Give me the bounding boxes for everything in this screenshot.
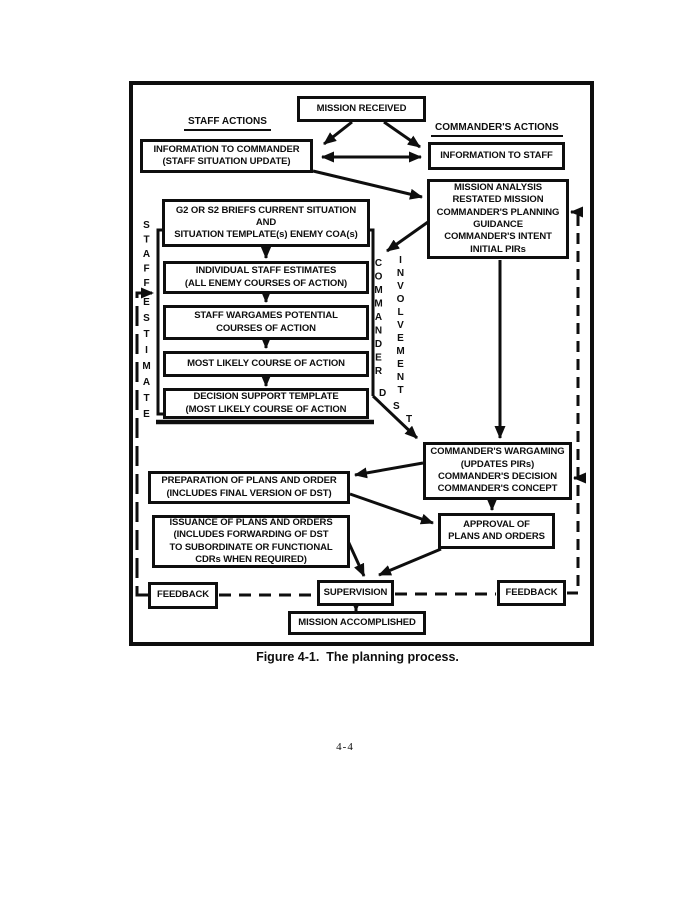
node-individual-staff-estimates: INDIVIDUAL STAFF ESTIMATES (ALL ENEMY CO… (163, 261, 369, 294)
node-label: COMMANDER'S WARGAMING (430, 446, 565, 458)
node-label: COMMANDER'S PLANNING (436, 206, 560, 218)
node-supervision: SUPERVISION (317, 580, 394, 606)
node-label: FEEDBACK (157, 589, 209, 601)
node-label: APPROVAL OF (463, 518, 530, 530)
dst-letter-d: D (379, 388, 387, 399)
node-label: CDRs WHEN REQUIRED) (195, 553, 307, 565)
node-label: COMMANDER'S INTENT (444, 231, 552, 243)
figure-border (129, 81, 594, 646)
node-preparation-of-plans: PREPARATION OF PLANS AND ORDER (INCLUDES… (148, 471, 350, 504)
arrow-preparation-to-approval (349, 492, 434, 525)
heading-commanders-actions: COMMANDER'S ACTIONS (431, 122, 563, 137)
node-approval-of-plans: APPROVAL OF PLANS AND ORDERS (438, 513, 555, 549)
arrow-info-to-analysis (312, 169, 423, 200)
figure-caption: Figure 4-1. The planning process. (256, 650, 459, 664)
arrow-approval-to-supervision (378, 547, 442, 577)
arrow-mission-to-cdrinfo (383, 120, 421, 149)
node-decision-support-template: DECISION SUPPORT TEMPLATE (MOST LIKELY C… (163, 388, 369, 419)
node-label: (STAFF SITUATION UPDATE) (162, 156, 291, 167)
arrow-dst-to-wargaming (371, 394, 419, 440)
vertical-label-commander: COMMANDER (373, 258, 384, 380)
arrow-wargaming-to-preparation (354, 461, 424, 479)
dst-letter-s: S (393, 401, 400, 412)
node-label: ISSUANCE OF PLANS AND ORDERS (169, 516, 333, 528)
node-label: DECISION SUPPORT TEMPLATE (193, 391, 339, 403)
node-mission-analysis: MISSION ANALYSIS RESTATED MISSION COMMAN… (427, 179, 569, 259)
dst-letter-t: T (406, 414, 413, 425)
node-label: PREPARATION OF PLANS AND ORDER (161, 475, 337, 487)
arrow-analysis-to-staff (386, 220, 429, 253)
node-most-likely-coa: MOST LIKELY COURSE OF ACTION (163, 351, 369, 377)
node-label: (ALL ENEMY COURSES OF ACTION) (184, 277, 348, 289)
node-label: MOST LIKELY COURSE OF ACTION (187, 357, 345, 369)
page-number: 4-4 (336, 741, 354, 753)
node-label: FEEDBACK (505, 586, 558, 598)
node-label: SUPERVISION (323, 586, 388, 598)
node-commanders-wargaming: COMMANDER'S WARGAMING (UPDATES PIRs) COM… (423, 442, 572, 500)
arrow-mission-to-staffinfo (323, 120, 353, 146)
heading-staff-actions: STAFF ACTIONS (184, 116, 271, 131)
node-label: (MOST LIKELY COURSE OF ACTION (185, 403, 347, 415)
vertical-label-involvement: INVOLVEMENT (395, 255, 406, 398)
node-staff-wargames: STAFF WARGAMES POTENTIAL COURSES OF ACTI… (163, 305, 369, 340)
node-label: (INCLUDES FORWARDING OF DST (173, 529, 329, 541)
node-label: RESTATED MISSION (452, 194, 544, 206)
node-label: GUIDANCE (473, 219, 523, 230)
node-label: MISSION ANALYSIS (454, 182, 542, 194)
vertical-label-staff: STAFF (141, 220, 152, 293)
arrow-issuance-to-supervision (346, 540, 366, 577)
node-label: AND (255, 216, 277, 228)
node-label: INITIAL PIRs (470, 243, 526, 255)
node-information-to-staff: INFORMATION TO STAFF (428, 142, 565, 170)
node-label: INFORMATION TO STAFF (440, 149, 553, 161)
node-label: SITUATION TEMPLATE(s) ENEMY COA(s) (174, 229, 358, 241)
node-g2-briefs: G2 OR S2 BRIEFS CURRENT SITUATION AND SI… (162, 199, 370, 247)
node-label: COMMANDER'S DECISION (437, 471, 557, 482)
node-label: MISSION ACCOMPLISHED (298, 616, 416, 628)
node-label: MISSION RECEIVED (316, 102, 407, 114)
node-feedback-left: FEEDBACK (148, 582, 218, 609)
node-label: PLANS AND ORDERS (448, 531, 545, 542)
node-mission-received: MISSION RECEIVED (297, 96, 426, 122)
node-label: G2 OR S2 BRIEFS CURRENT SITUATION (175, 204, 357, 216)
feedback-line-left (135, 287, 154, 597)
node-label: (INCLUDES FINAL VERSION OF DST) (166, 487, 332, 499)
node-mission-accomplished: MISSION ACCOMPLISHED (288, 611, 426, 635)
vertical-label-estimate: ESTIMATE (141, 297, 152, 425)
node-label: (UPDATES PIRs) (460, 458, 535, 470)
node-feedback-right: FEEDBACK (497, 580, 566, 606)
node-label: INFORMATION TO COMMANDER (153, 143, 300, 155)
feedback-line-right (567, 206, 583, 595)
node-label: COURSES OF ACTION (216, 322, 316, 334)
node-issuance-of-plans: ISSUANCE OF PLANS AND ORDERS (INCLUDES F… (152, 515, 350, 568)
node-information-to-commander: INFORMATION TO COMMANDER (STAFF SITUATIO… (140, 139, 313, 173)
node-label: COMMANDER'S CONCEPT (437, 483, 558, 495)
node-label: STAFF WARGAMES POTENTIAL (194, 310, 338, 322)
node-label: INDIVIDUAL STAFF ESTIMATES (195, 265, 337, 277)
node-label: TO SUBORDINATE OR FUNCTIONAL (169, 541, 333, 553)
